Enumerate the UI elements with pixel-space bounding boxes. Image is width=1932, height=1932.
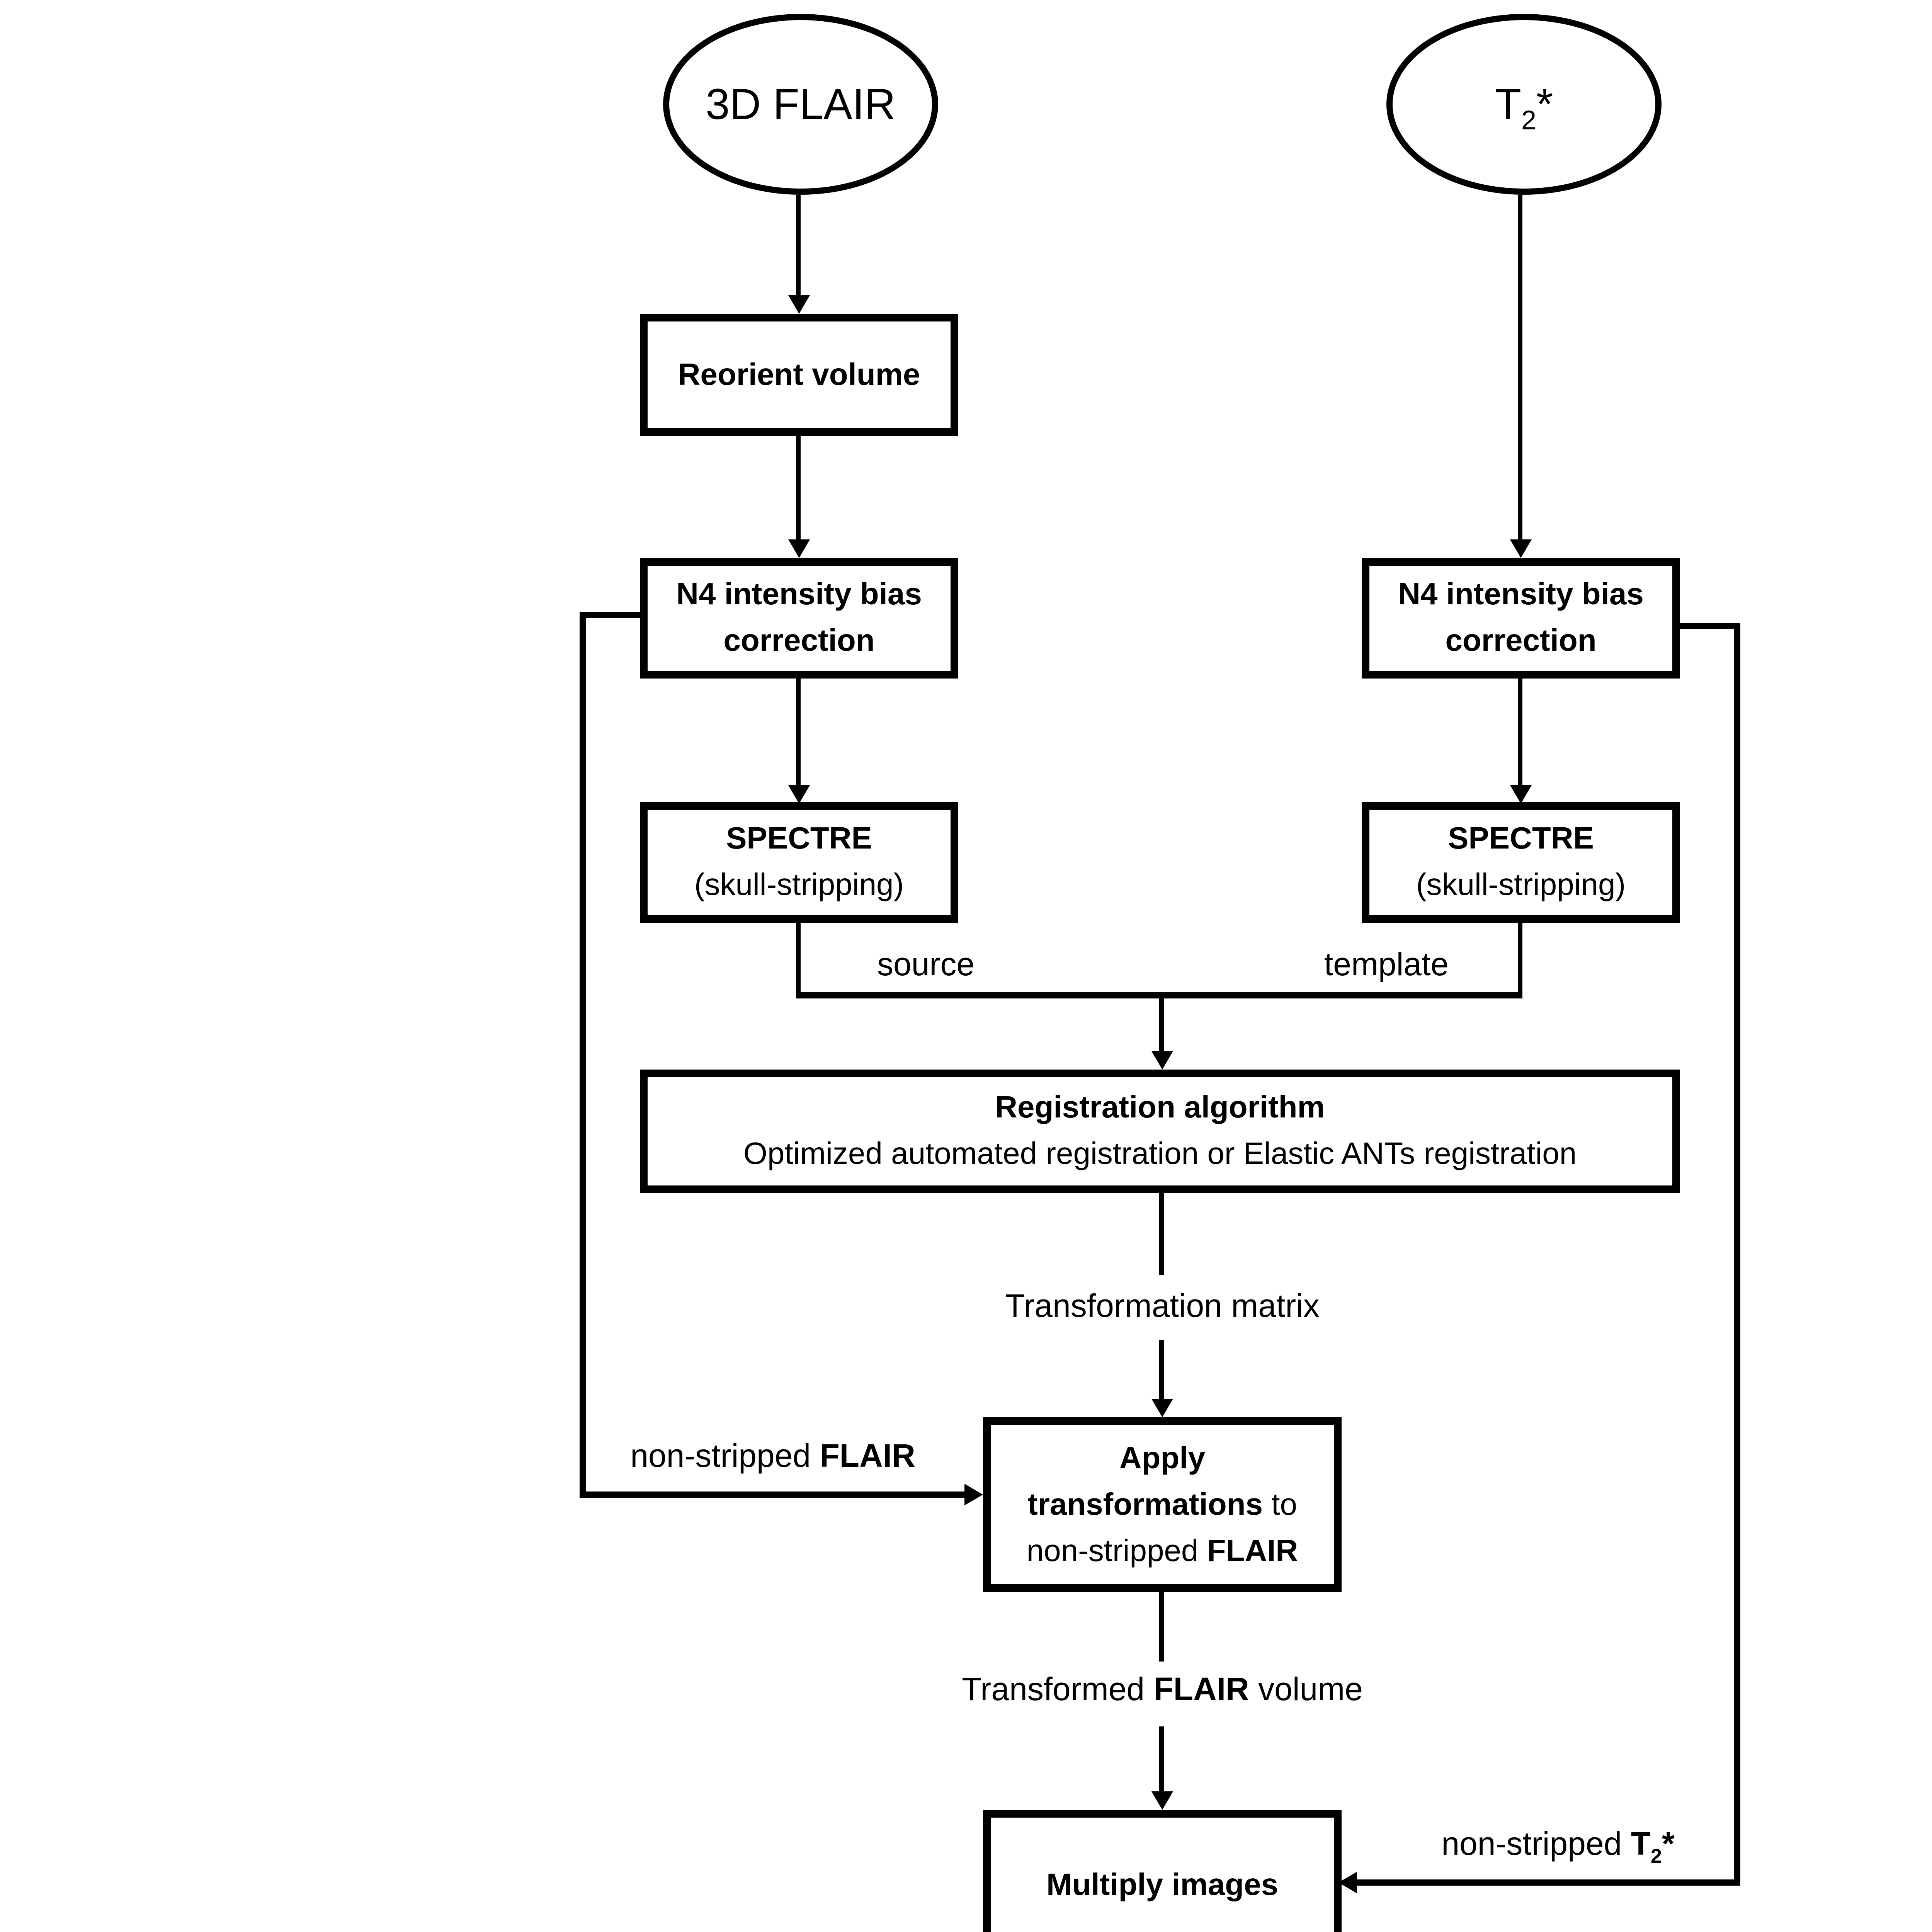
arrowhead-n4-to-spectre-right (1510, 785, 1532, 804)
node-spectre-right-line2: (skull-stripping) (1416, 869, 1626, 903)
connector-t2star-to-n4 (1518, 195, 1522, 541)
connector-registration-to-matrix (1159, 1193, 1164, 1275)
node-registration-line1: Registration algorithm (995, 1091, 1325, 1125)
connector-spectre-right-stub (1518, 923, 1522, 998)
connector-branch-flair-horizontal (580, 1492, 964, 1498)
edge-label-transformation-matrix: Transformation matrix (1002, 1289, 1323, 1326)
node-n4-left-line2: correction (723, 624, 875, 658)
node-multiply-images: Multiply images (983, 1810, 1342, 1932)
node-n4-right-line1: N4 intensity bias (1398, 578, 1644, 612)
node-apply-line1: Apply (1119, 1441, 1206, 1475)
arrowhead-n4-to-spectre-left (788, 785, 810, 804)
arrowhead-junction-to-registration (1151, 1051, 1173, 1070)
connector-apply-to-transformed (1159, 1592, 1164, 1662)
arrowhead-reorient-to-n4 (788, 539, 810, 558)
arrowhead-flair-to-reorient (788, 295, 810, 314)
node-reorient-volume: Reorient volume (640, 314, 958, 436)
edge-label-non-stripped-t2star: non-stripped T2* (1438, 1827, 1678, 1866)
edge-label-template: template (1321, 947, 1452, 985)
connector-n4-to-spectre-left (796, 679, 801, 787)
connector-transformed-to-multiply (1159, 1726, 1164, 1793)
node-spectre-left-line1: SPECTRE (726, 822, 872, 856)
connector-branch-t2-vertical (1734, 623, 1740, 1886)
connector-spectre-left-stub (796, 923, 801, 998)
arrowhead-transformed-to-multiply (1151, 1791, 1173, 1810)
edge-label-source: source (874, 947, 978, 985)
connector-branch-t2-horizontal (1357, 1879, 1740, 1886)
node-input-t2star-label: T2* (1495, 80, 1553, 135)
node-apply-line2: transformations to (1027, 1488, 1297, 1522)
node-registration-line2: Optimized automated registration or Elas… (743, 1138, 1577, 1172)
connector-branch-flair-stub (580, 612, 640, 618)
node-input-t2star: T2* (1386, 14, 1662, 195)
arrowhead-t2star-to-n4 (1510, 539, 1532, 558)
node-multiply-images-label: Multiply images (1046, 1869, 1279, 1903)
arrowhead-branch-flair-to-apply (964, 1484, 983, 1505)
connector-branch-t2-stub (1680, 623, 1740, 629)
node-registration-algorithm: Registration algorithm Optimized automat… (640, 1070, 1680, 1193)
connector-matrix-to-apply (1159, 1340, 1164, 1400)
node-n4-left-line1: N4 intensity bias (676, 578, 922, 612)
node-reorient-volume-label: Reorient volume (678, 358, 920, 392)
connector-junction-horizontal (796, 992, 1522, 998)
node-input-3d-flair: 3D FLAIR (663, 14, 938, 195)
node-apply-transformations: Apply transformations to non-stripped FL… (983, 1417, 1342, 1592)
node-spectre-left-line2: (skull-stripping) (694, 869, 904, 903)
node-n4-right-line2: correction (1445, 624, 1597, 658)
connector-junction-to-registration (1159, 998, 1164, 1053)
edge-label-non-stripped-flair: non-stripped FLAIR (627, 1439, 918, 1476)
node-n4-bias-correction-right: N4 intensity bias correction (1362, 558, 1680, 679)
node-n4-bias-correction-left: N4 intensity bias correction (640, 558, 958, 679)
edge-label-transformed-flair-volume: Transformed FLAIR volume (959, 1672, 1366, 1709)
connector-reorient-to-n4 (796, 436, 801, 541)
node-input-3d-flair-label: 3D FLAIR (706, 80, 896, 128)
arrowhead-branch-t2-to-multiply (1338, 1872, 1357, 1893)
connector-flair-to-reorient (796, 195, 801, 297)
node-spectre-left: SPECTRE (skull-stripping) (640, 802, 958, 923)
connector-n4-to-spectre-right (1518, 679, 1522, 787)
node-apply-line3: non-stripped FLAIR (1026, 1534, 1298, 1568)
connector-branch-flair-vertical (580, 612, 586, 1498)
arrowhead-matrix-to-apply (1151, 1399, 1173, 1417)
node-spectre-right: SPECTRE (skull-stripping) (1362, 802, 1680, 923)
node-spectre-right-line1: SPECTRE (1448, 822, 1594, 856)
